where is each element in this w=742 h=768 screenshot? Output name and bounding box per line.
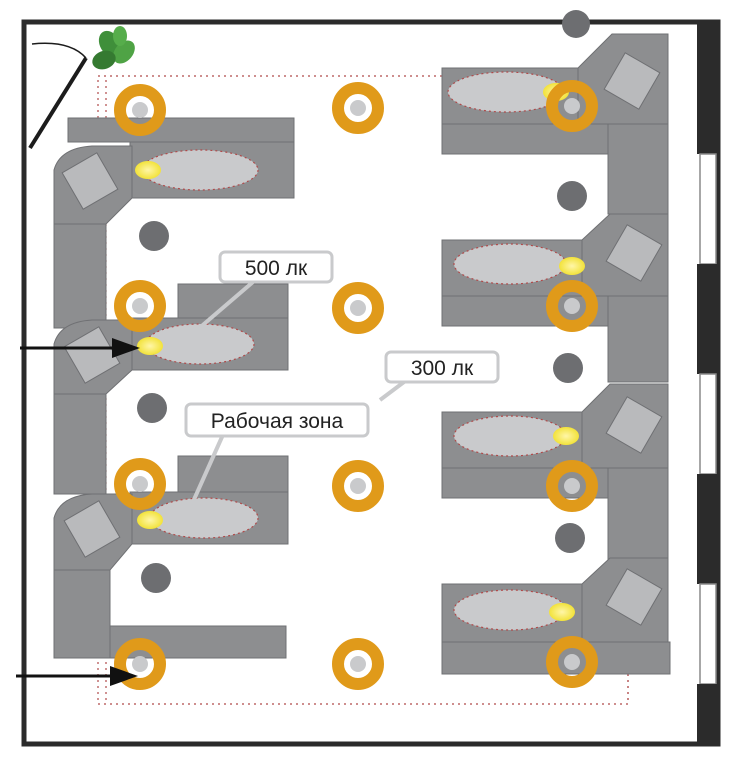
label-work-zone: Рабочая зона xyxy=(211,410,344,433)
chair-icon xyxy=(553,10,590,553)
arrow-icon xyxy=(20,338,140,358)
plant-icon xyxy=(92,26,135,70)
ceiling-lamp-center xyxy=(132,98,580,672)
door xyxy=(28,42,88,150)
chair-icon xyxy=(137,221,171,593)
label-300-lux: 300 лк xyxy=(411,357,474,380)
workstation-left-2 xyxy=(53,283,289,495)
callout-lux-500: 500 лк xyxy=(188,250,334,338)
workstation-right-4 xyxy=(441,557,671,675)
workstation-left-3 xyxy=(53,455,289,659)
arrow-icon xyxy=(16,666,138,686)
callout-lux-300: 300 лк xyxy=(378,350,500,402)
workstation-left-1 xyxy=(53,117,295,329)
ceiling-lamp-icon xyxy=(114,80,598,690)
room-walls xyxy=(21,19,721,747)
workstation-right-1 xyxy=(441,33,669,215)
callout-work-zone: Рабочая зона xyxy=(184,402,370,505)
label-500-lux: 500 лк xyxy=(245,257,308,280)
